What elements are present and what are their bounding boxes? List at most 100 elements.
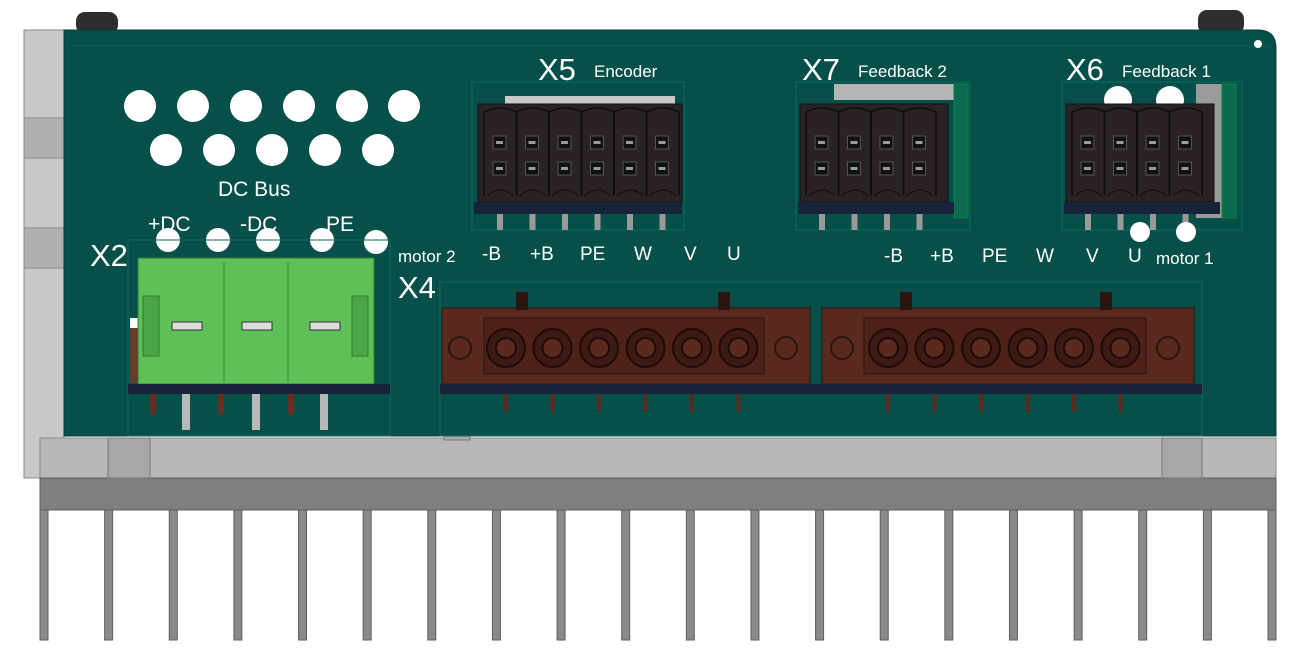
x2-base xyxy=(128,384,390,394)
x4-outline xyxy=(439,281,1203,437)
heatsink-fin xyxy=(168,509,178,641)
vent-hole xyxy=(1176,222,1196,242)
heatsink-fin xyxy=(362,509,372,641)
heatsink-fin xyxy=(233,509,243,641)
terminal-leg xyxy=(504,394,508,412)
terminal-leg xyxy=(1072,394,1076,412)
x2-latch xyxy=(351,295,369,357)
terminal-leg xyxy=(736,394,741,412)
header-pin-contact xyxy=(818,167,825,170)
dc-bus-holes xyxy=(124,90,420,166)
header-leg xyxy=(916,214,923,230)
motor2-pin-label: V xyxy=(684,244,697,265)
header-cell-arc xyxy=(551,189,579,197)
header-cell-arc xyxy=(486,189,514,197)
terminal-leg xyxy=(690,394,694,412)
heatsink-bar xyxy=(39,477,1277,511)
x6-connector xyxy=(1061,81,1243,242)
motor2-pin-label: PE xyxy=(580,244,606,265)
header-leg xyxy=(627,214,633,230)
x4-base xyxy=(440,384,1202,394)
header-pin-contact xyxy=(1084,167,1091,170)
x4-tab xyxy=(900,292,912,310)
x5-outline xyxy=(471,81,685,231)
x2-pin xyxy=(182,394,190,430)
header-pin-contact xyxy=(850,167,858,170)
header-cell-arc xyxy=(906,189,934,197)
terminal-screw-head xyxy=(727,337,750,359)
header-pin-contact xyxy=(593,141,601,144)
header-cell-arc xyxy=(584,189,612,197)
x2-screw-slot xyxy=(241,321,273,331)
x7-legs xyxy=(819,214,923,230)
heatsink-base xyxy=(39,437,1277,479)
motor2-pin-label: W xyxy=(634,244,652,265)
terminal-screw-head xyxy=(588,337,610,359)
heatsink-fin xyxy=(685,509,695,641)
header-leg xyxy=(1117,214,1124,230)
terminal-leg xyxy=(1025,394,1030,412)
x4-id-label: X4 xyxy=(398,270,436,305)
vent-hole xyxy=(283,90,315,122)
header-leg xyxy=(562,214,568,230)
header-leg xyxy=(1085,214,1091,230)
x4-mount-hole xyxy=(774,336,798,360)
header-pin-contact xyxy=(850,141,858,144)
terminal-leg xyxy=(932,394,937,412)
header-pin-contact xyxy=(626,141,633,144)
x6-pin-grid xyxy=(1071,107,1203,197)
header-cell-arc xyxy=(616,189,644,197)
header-pin-contact xyxy=(1084,141,1091,144)
header-leg xyxy=(659,214,666,230)
header-pin-contact xyxy=(528,167,536,170)
heatsink-fin xyxy=(427,509,437,641)
x2-outline xyxy=(127,239,391,437)
header-pin-contact xyxy=(658,167,666,170)
heatsink-fin xyxy=(491,509,501,641)
header-pin-contact xyxy=(1116,141,1124,144)
motor1-label: motor 1 xyxy=(1156,249,1214,268)
motor2-pin-label: -B xyxy=(482,244,501,265)
header-cell-arc xyxy=(1139,189,1167,197)
vent-hole xyxy=(388,90,420,122)
terminal-leg xyxy=(1118,394,1123,412)
terminal-screw-head xyxy=(970,337,992,359)
motor2-pin-label: U xyxy=(727,244,741,265)
left-mount-step xyxy=(23,117,65,159)
heatsink-fin xyxy=(556,509,566,641)
header-cell-arc xyxy=(873,189,901,197)
header-pin-contact xyxy=(658,141,666,144)
heatsink-fin xyxy=(750,509,760,641)
motor1-pin-label: U xyxy=(1128,246,1142,267)
header-leg xyxy=(884,214,890,230)
terminal-screw-head xyxy=(1109,337,1132,359)
x2-screw-slot xyxy=(171,321,203,331)
vent-hole xyxy=(336,90,368,122)
motor1-pin-label: V xyxy=(1086,246,1099,267)
motor1-pin-label: W xyxy=(1036,246,1054,267)
terminal-screw-head xyxy=(923,337,946,359)
x5-body xyxy=(477,103,683,203)
vent-hole xyxy=(362,134,394,166)
heatsink-fin xyxy=(1138,509,1148,641)
terminal-screw-head xyxy=(495,337,517,359)
x4-inner xyxy=(483,317,765,375)
x2-connector xyxy=(127,239,391,437)
terminal-screw-head xyxy=(634,337,657,359)
x4-mount-hole xyxy=(448,336,472,360)
x5-name-label: Encoder xyxy=(594,62,658,81)
header-pin-contact xyxy=(528,141,536,144)
header-leg xyxy=(594,214,601,230)
heatsink-fin xyxy=(298,509,308,641)
header-pin-contact xyxy=(1181,141,1189,144)
header-pin-contact xyxy=(915,167,923,170)
motor1-pin-label: PE xyxy=(982,246,1008,267)
header-pin-contact xyxy=(915,141,923,144)
header-pin-contact xyxy=(561,141,568,144)
terminal-leg xyxy=(643,394,648,412)
x2-screw-slot xyxy=(309,321,341,331)
heatsink-fin xyxy=(1267,509,1277,641)
motor2-pin-label: +B xyxy=(530,244,554,265)
terminal-leg xyxy=(979,394,983,412)
